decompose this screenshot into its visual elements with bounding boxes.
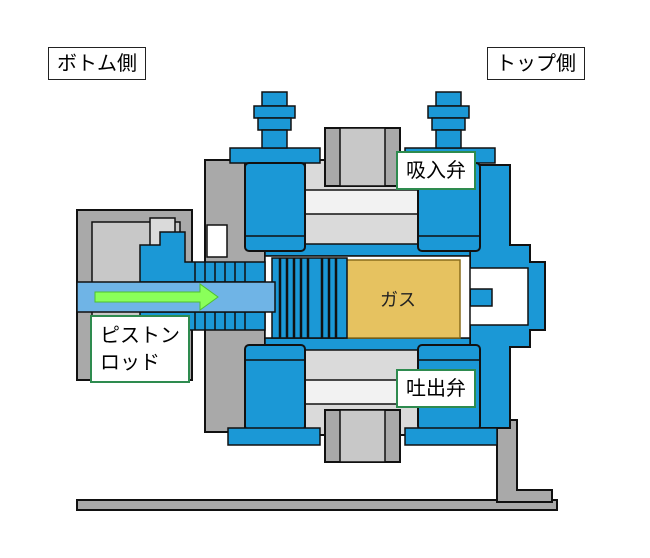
valve-cap-left: [253, 91, 296, 149]
base-plate: [76, 499, 558, 511]
suction-valve-left: [244, 162, 306, 252]
discharge-valve-left: [244, 344, 306, 431]
suction-valve-label: 吸入弁: [396, 151, 476, 190]
motion-arrow: [94, 283, 219, 311]
discharge-valve-left-body: [227, 427, 321, 446]
valve-cap-right: [427, 91, 470, 149]
gas-chamber: [344, 259, 461, 339]
discharge-valve-label: 吐出弁: [396, 369, 476, 408]
top-side-support: [496, 419, 553, 503]
piston-rings: [278, 258, 338, 338]
casing-window: [206, 224, 228, 258]
piston-rod-label-line2: ロッド: [100, 350, 160, 374]
bottom-port-inner: [339, 409, 386, 463]
suction-valve-left-body: [229, 147, 321, 164]
gas-label: ガス: [380, 290, 416, 311]
piston-rod-label-line1: ピストン: [100, 323, 180, 347]
top-port-inner: [339, 127, 386, 187]
top-side-label: トップ側: [487, 47, 585, 80]
piston-rod-label: ピストン ロッド: [90, 315, 190, 383]
upper-bore-band: [304, 189, 421, 215]
discharge-valve-right-body: [404, 427, 498, 446]
bottom-side-label: ボトム側: [48, 47, 146, 80]
packing-fins: [194, 262, 246, 330]
